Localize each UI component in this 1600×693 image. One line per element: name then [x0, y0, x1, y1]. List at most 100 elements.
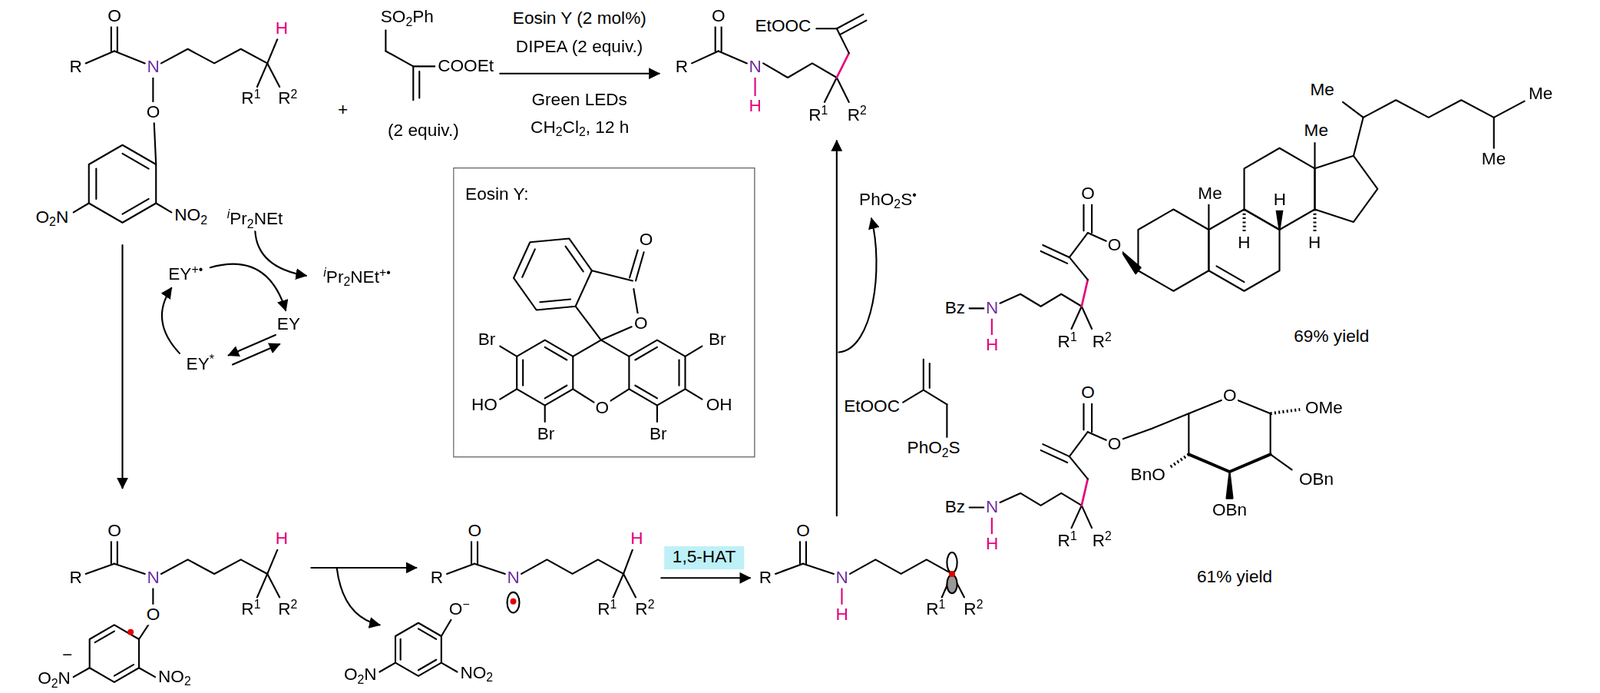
substrate-structure-part	[95, 168, 97, 199]
atom-label: Br	[535, 423, 556, 444]
eosin-structure-part	[575, 306, 602, 341]
radical-transfer-arrows-part	[839, 218, 877, 352]
atom-label: H	[274, 528, 290, 549]
atom-label: Me	[1302, 120, 1329, 141]
substrate-structure-part	[257, 62, 268, 87]
radical-anion-structure-part	[161, 558, 268, 574]
product-structure-part	[836, 52, 850, 78]
cholesterol-product-structure-part	[969, 307, 985, 309]
atom-label: Bz	[943, 496, 966, 517]
cholesterol-product-structure-part	[1276, 210, 1283, 230]
radical-anion-structure-part	[127, 628, 134, 635]
atom-label: O	[466, 520, 483, 541]
atom-label: H	[834, 604, 850, 625]
eosin-structure-part	[591, 270, 633, 281]
carbon-radical-structure-part	[799, 538, 801, 564]
eosin-structure-part	[545, 385, 568, 399]
atom-label: R2	[634, 598, 656, 619]
cholesterol-product-structure-part	[999, 294, 1081, 307]
cholesterol-product-structure-part	[1363, 99, 1495, 118]
atom-label: R	[68, 56, 83, 77]
atom-label: H	[985, 533, 1000, 554]
atom-label: OBn	[1298, 469, 1336, 490]
glucoside-product-structure-part	[1069, 456, 1088, 479]
catalytic-cycle-part	[210, 264, 286, 311]
eosin-structure-part	[684, 346, 702, 357]
allyl-sulfone-structure	[385, 28, 435, 100]
allyl-sulfone-structure-part	[413, 65, 435, 67]
atom-label: N	[145, 567, 161, 588]
atom-label: H	[629, 528, 645, 549]
allyl-sulfone-structure-part	[923, 390, 948, 405]
condition-text: (2 equiv.)	[386, 120, 460, 141]
amidyl-radical-structure-part	[476, 538, 479, 564]
atom-label: Br	[648, 423, 668, 444]
substrate-structure-part	[110, 26, 113, 52]
carbon-radical-structure-part	[775, 563, 804, 574]
substrate-structure-part	[161, 49, 268, 64]
allyl-sulfone-structure-part	[945, 403, 948, 437]
atom-label: O	[795, 520, 811, 541]
allyl-sulfone-structure-part	[384, 28, 387, 51]
phenoxide-structure-part	[400, 638, 402, 660]
cholesterol-product-structure-part	[1342, 102, 1364, 118]
cholesterol-product-structure-part	[1137, 208, 1209, 291]
reaction-arrow	[499, 72, 659, 75]
product-structure-part	[824, 77, 837, 103]
atom-label: H	[1307, 232, 1323, 253]
radical-anion-structure-part	[138, 623, 149, 639]
hat-arrow	[661, 576, 751, 579]
radical-anion-structure-part	[116, 538, 119, 564]
cholesterol-product-structure-part	[1208, 208, 1280, 291]
eosin-structure-part	[684, 388, 702, 399]
atom-label: R1	[925, 598, 947, 619]
eosin-structure-part	[572, 388, 594, 402]
eosin-structure-part	[634, 385, 658, 399]
glucoside-product-structure-part	[1071, 505, 1082, 528]
catalytic-cycle	[122, 230, 306, 488]
atom-label: Me	[1480, 148, 1507, 169]
radical-anion-structure-part	[114, 664, 134, 675]
eosin-structure-part	[601, 326, 632, 340]
condition-text: CH2Cl2, 12 h	[529, 117, 631, 140]
cholesterol-product-structure	[969, 99, 1525, 335]
atom-label: O	[106, 6, 123, 27]
carbon-radical-structure	[775, 538, 965, 605]
atom-label: O	[633, 313, 649, 334]
atom-label: O	[145, 102, 161, 123]
step-label-box: 1,5-HAT	[664, 545, 744, 569]
cholesterol-product-structure-part	[1315, 155, 1379, 222]
product-structure-part	[763, 62, 837, 78]
atom-label: O	[1080, 183, 1096, 204]
atom-label: R1	[240, 598, 262, 619]
radical-anion-structure-part	[85, 563, 115, 574]
carbon-radical-structure-part	[840, 588, 843, 605]
glucoside-product-structure-part	[1041, 449, 1068, 463]
substrate-structure-part	[267, 62, 280, 87]
catalytic-cycle-part	[121, 244, 123, 488]
amidyl-radical-structure-part	[510, 598, 517, 605]
atom-label: R2	[962, 598, 985, 619]
atom-label: Me	[1527, 83, 1554, 104]
hat-arrow-part	[661, 576, 751, 579]
eosin-structure-part	[635, 251, 645, 281]
glucoside-product-structure-part	[1150, 413, 1189, 429]
atom-label: H	[1236, 232, 1252, 253]
cholesterol-product-structure-part	[1353, 117, 1364, 156]
glucoside-product-structure-part	[1188, 453, 1230, 472]
atom-label: R2	[277, 87, 299, 109]
atom-label: O2N	[343, 664, 378, 687]
phenoxide-structure-part	[418, 628, 437, 639]
atom-label: O−	[447, 598, 470, 619]
cholesterol-product-structure-part	[1242, 208, 1247, 233]
atom-label: R1	[1056, 529, 1078, 551]
eosin-structure-part	[608, 388, 629, 402]
eosin-structure-part	[634, 347, 658, 361]
atom-label: BnO	[1129, 464, 1167, 485]
condition-text: Eosin Y (2 mol%)	[512, 8, 648, 29]
substrate-structure-part	[122, 153, 149, 169]
atom-label: R	[758, 567, 774, 588]
substrate-structure-part	[152, 77, 154, 103]
atom-label: R2	[277, 598, 299, 619]
